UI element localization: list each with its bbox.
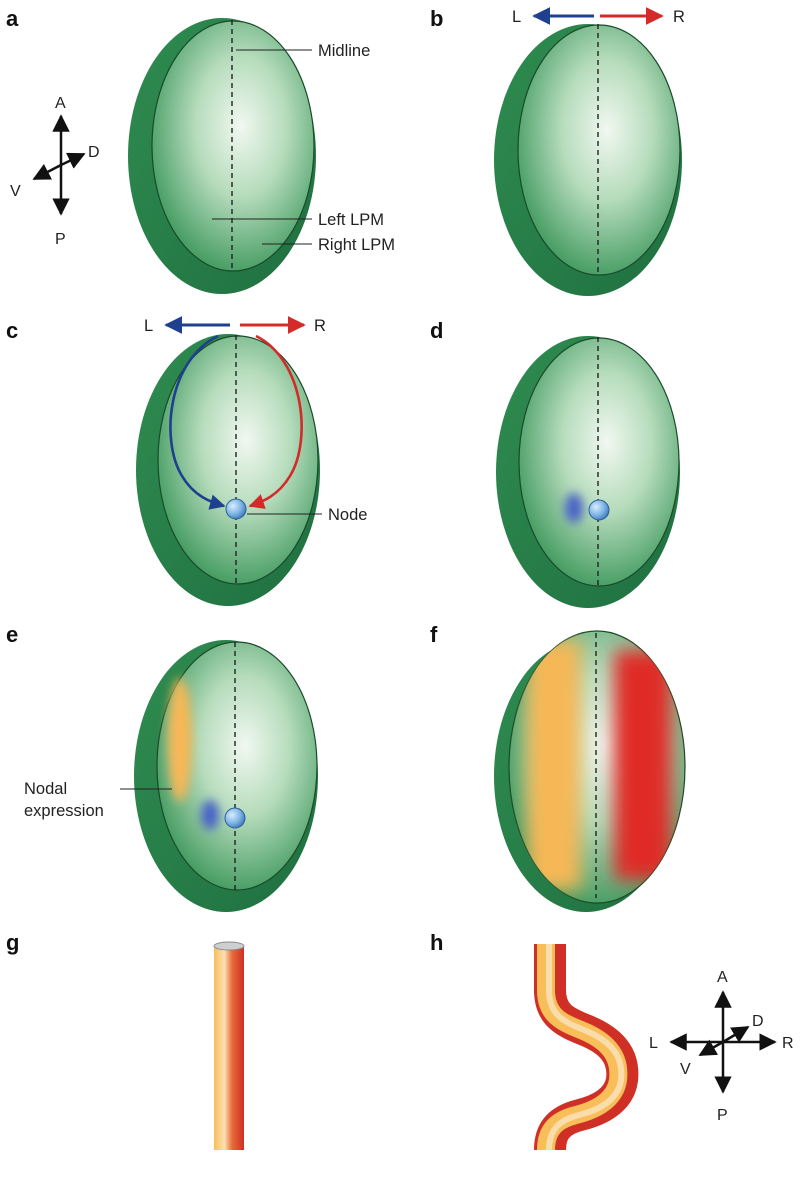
label-c-right: R [314,317,326,335]
tube-h-highlight [546,944,625,1151]
panel-f: f [430,622,686,912]
embryo-d [496,336,680,608]
heart-tube-straight [213,941,245,1150]
axis-h-ventral: V [680,1061,691,1078]
signal-blob-d [565,493,583,523]
axis-h-dorsal: D [752,1013,764,1030]
panel-h: h A P L R D V [430,930,794,1152]
label-left-lpm: Left LPM [318,211,384,229]
node-d [588,499,610,521]
panel-b-letter: b [430,6,443,31]
axis-a-posterior: P [55,231,66,248]
axis-h-left: L [649,1035,658,1052]
axis-a-dorsal: D [88,144,100,161]
nodal-band-e [168,678,192,802]
embryo-a [128,18,316,294]
axis-a-ventral-arrow [32,163,62,181]
nodal-domains-f [527,640,672,890]
label-b-right: R [673,8,685,26]
embryo-c-face [157,335,319,585]
axis-h-posterior: P [717,1107,728,1124]
embryo-e [134,640,318,912]
embryo-a-face [151,20,315,272]
panel-f-letter: f [430,622,438,647]
nodal-right-domain [614,650,672,880]
embryo-b [494,24,682,296]
node-c [225,498,247,520]
panel-c: c L R Node [6,316,367,606]
right-flow-arrow [248,334,303,509]
axis-a-ventral: V [10,183,21,200]
label-b-left: L [512,8,521,26]
embryo-b-face [517,24,681,276]
embryo-f [494,630,686,912]
axes-a: A P D V [10,95,100,248]
axis-h-dorsal-arrow [722,1025,750,1044]
label-midline: Midline [318,42,370,60]
embryo-e-face [156,641,318,891]
panel-d: d [430,318,680,608]
panel-e-letter: e [6,622,18,647]
panel-a: a Midline Left LPM Right LPM A P D V [6,6,395,294]
axis-h-ventral-arrow [698,1039,724,1057]
panel-b: b L R [430,6,685,296]
axis-a-dorsal-arrow [60,152,86,169]
label-c-left: L [144,317,153,335]
label-nodal-line2: expression [24,802,104,820]
axis-h-right: R [782,1035,794,1052]
panel-e: e Nodal expression [6,622,318,912]
label-right-lpm: Right LPM [318,236,395,254]
nodal-left-domain [527,640,581,890]
node-e [224,807,246,829]
panel-g: g [6,930,245,1150]
axis-a-anterior: A [55,95,66,112]
axis-h-anterior: A [717,969,728,986]
panel-c-letter: c [6,318,18,343]
embryo-d-face [518,337,680,587]
heart-tube-looped [534,944,639,1152]
axes-h: A P L R D V [649,969,794,1124]
panel-g-letter: g [6,930,19,955]
signal-blob-e [201,800,219,830]
left-flow-arrow [169,334,226,510]
label-nodal-line1: Nodal [24,780,67,798]
panel-a-letter: a [6,6,19,31]
tube-g-top [213,941,245,951]
panel-d-letter: d [430,318,443,343]
tube-g-body [214,946,244,1150]
panel-h-letter: h [430,930,443,955]
label-node: Node [328,506,367,524]
embryo-c [136,334,320,606]
